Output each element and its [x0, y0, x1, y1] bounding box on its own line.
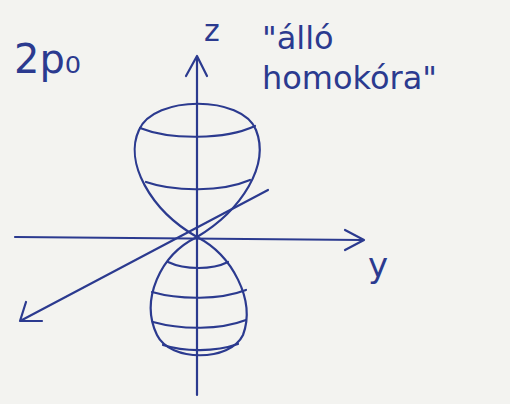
x-arrowhead	[20, 302, 42, 321]
y-arrowhead	[345, 230, 364, 250]
z-arrowhead	[186, 56, 207, 76]
axis-label: y	[368, 244, 388, 287]
axis-label: z	[204, 12, 220, 50]
upper-lobe	[135, 104, 260, 237]
y-axis	[15, 237, 362, 240]
orbital-name: 2p₀	[14, 34, 81, 84]
lobe-ring	[146, 180, 250, 189]
lobe-ring	[168, 262, 228, 268]
lobe-ring	[153, 320, 246, 328]
handwritten-note: "álló homokóra"	[262, 18, 467, 98]
lobe-ring	[163, 344, 238, 350]
lower-lobe	[151, 237, 247, 355]
lobe-ring	[152, 290, 246, 298]
lobe-ring	[140, 126, 255, 137]
